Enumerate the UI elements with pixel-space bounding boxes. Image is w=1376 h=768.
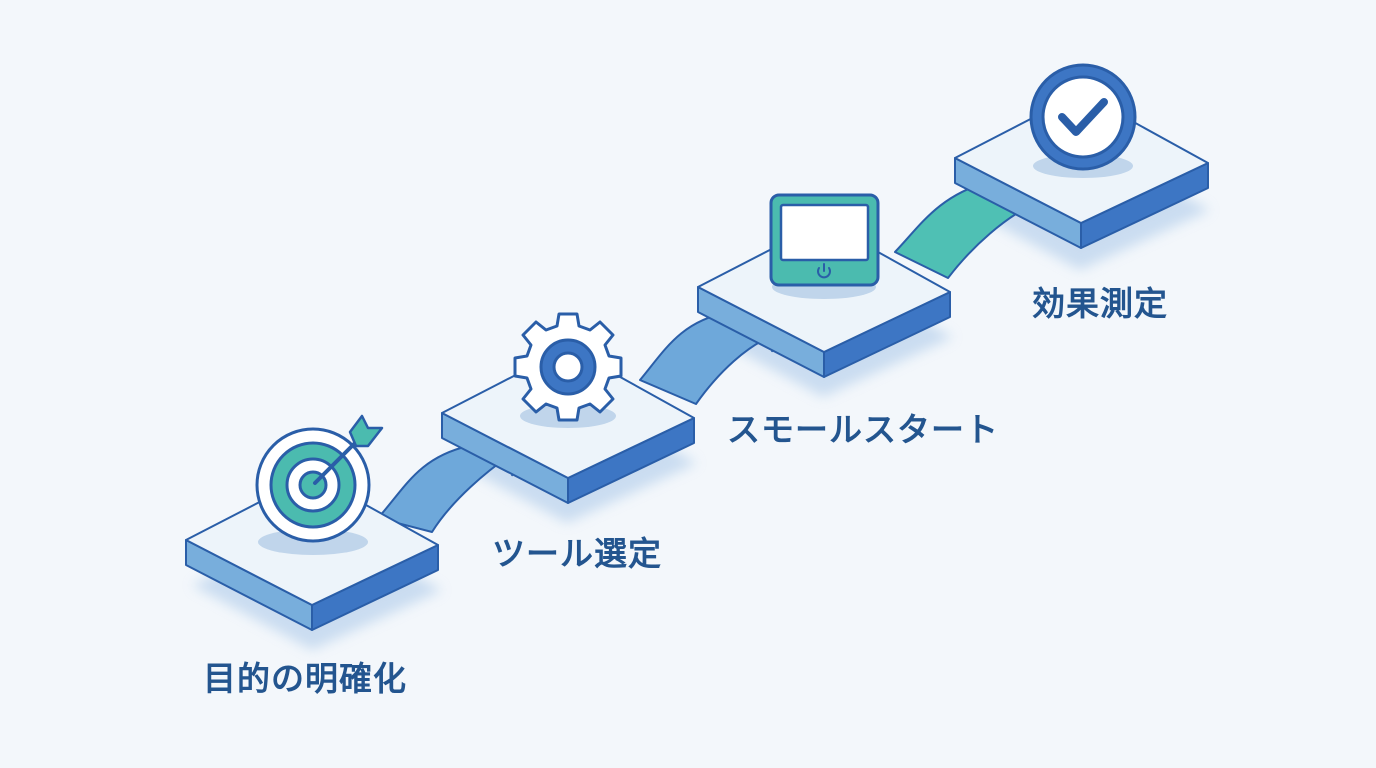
gear-icon (513, 312, 623, 422)
step-label-1: 目的の明確化 (203, 659, 407, 698)
step-label-4: 効果測定 (1032, 284, 1168, 323)
step-label-2: ツール選定 (492, 534, 662, 573)
power-button-icon (817, 263, 831, 279)
step-label-3: スモールスタート (727, 410, 999, 449)
target-with-arrow-icon (255, 414, 384, 543)
check-circle-icon (1029, 63, 1137, 171)
tablet-screen-icon (769, 193, 880, 287)
